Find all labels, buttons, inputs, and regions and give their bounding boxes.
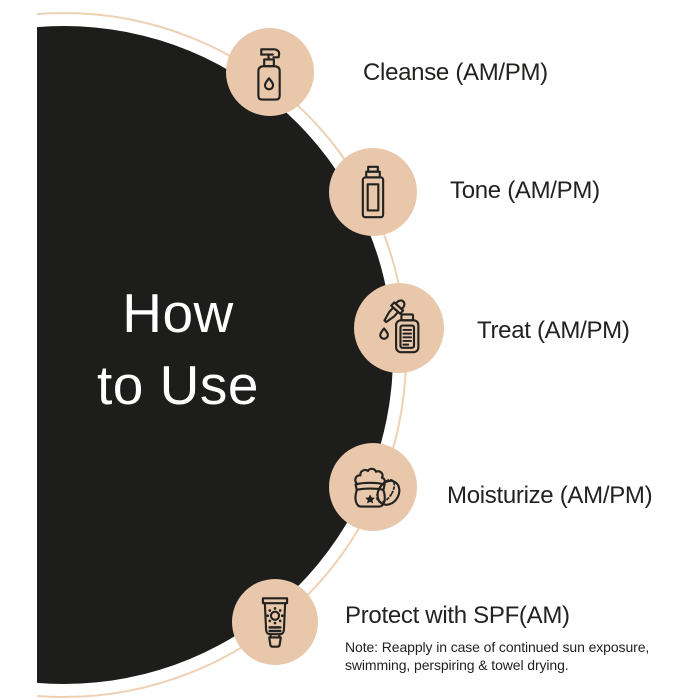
step-4-label: Moisturize (AM/PM) [447,482,653,509]
spf-note-line1: Note: Reapply in case of continued sun e… [345,639,650,655]
pump-bottle-icon [257,48,281,101]
step-3-label: Treat (AM/PM) [477,317,630,344]
spf-note-line2: swimming, perspiring & towel drying. [345,657,569,673]
cream-jar-icon [354,467,401,508]
step-2-label: Tone (AM/PM) [450,177,600,204]
sunscreen-tube-icon [261,597,289,648]
step-1-icon-circle [226,28,314,116]
page-title-line1: How [122,282,234,344]
hero-circle-clip [37,0,690,700]
dropper-bottle-icon [379,299,420,354]
step-1-label: Cleanse (AM/PM) [363,59,548,86]
step-5-label: Protect with SPF(AM) [345,602,570,629]
step-5-icon-circle [232,579,318,665]
step-2-icon-circle [329,148,417,236]
step-3-icon-circle [354,283,444,373]
page-title-line2: to Use [97,354,259,416]
page-title: How to Use [48,277,308,421]
spf-note: Note: Reapply in case of continued sun e… [345,638,649,674]
toner-bottle-icon [361,165,385,219]
step-4-icon-circle [329,443,417,531]
